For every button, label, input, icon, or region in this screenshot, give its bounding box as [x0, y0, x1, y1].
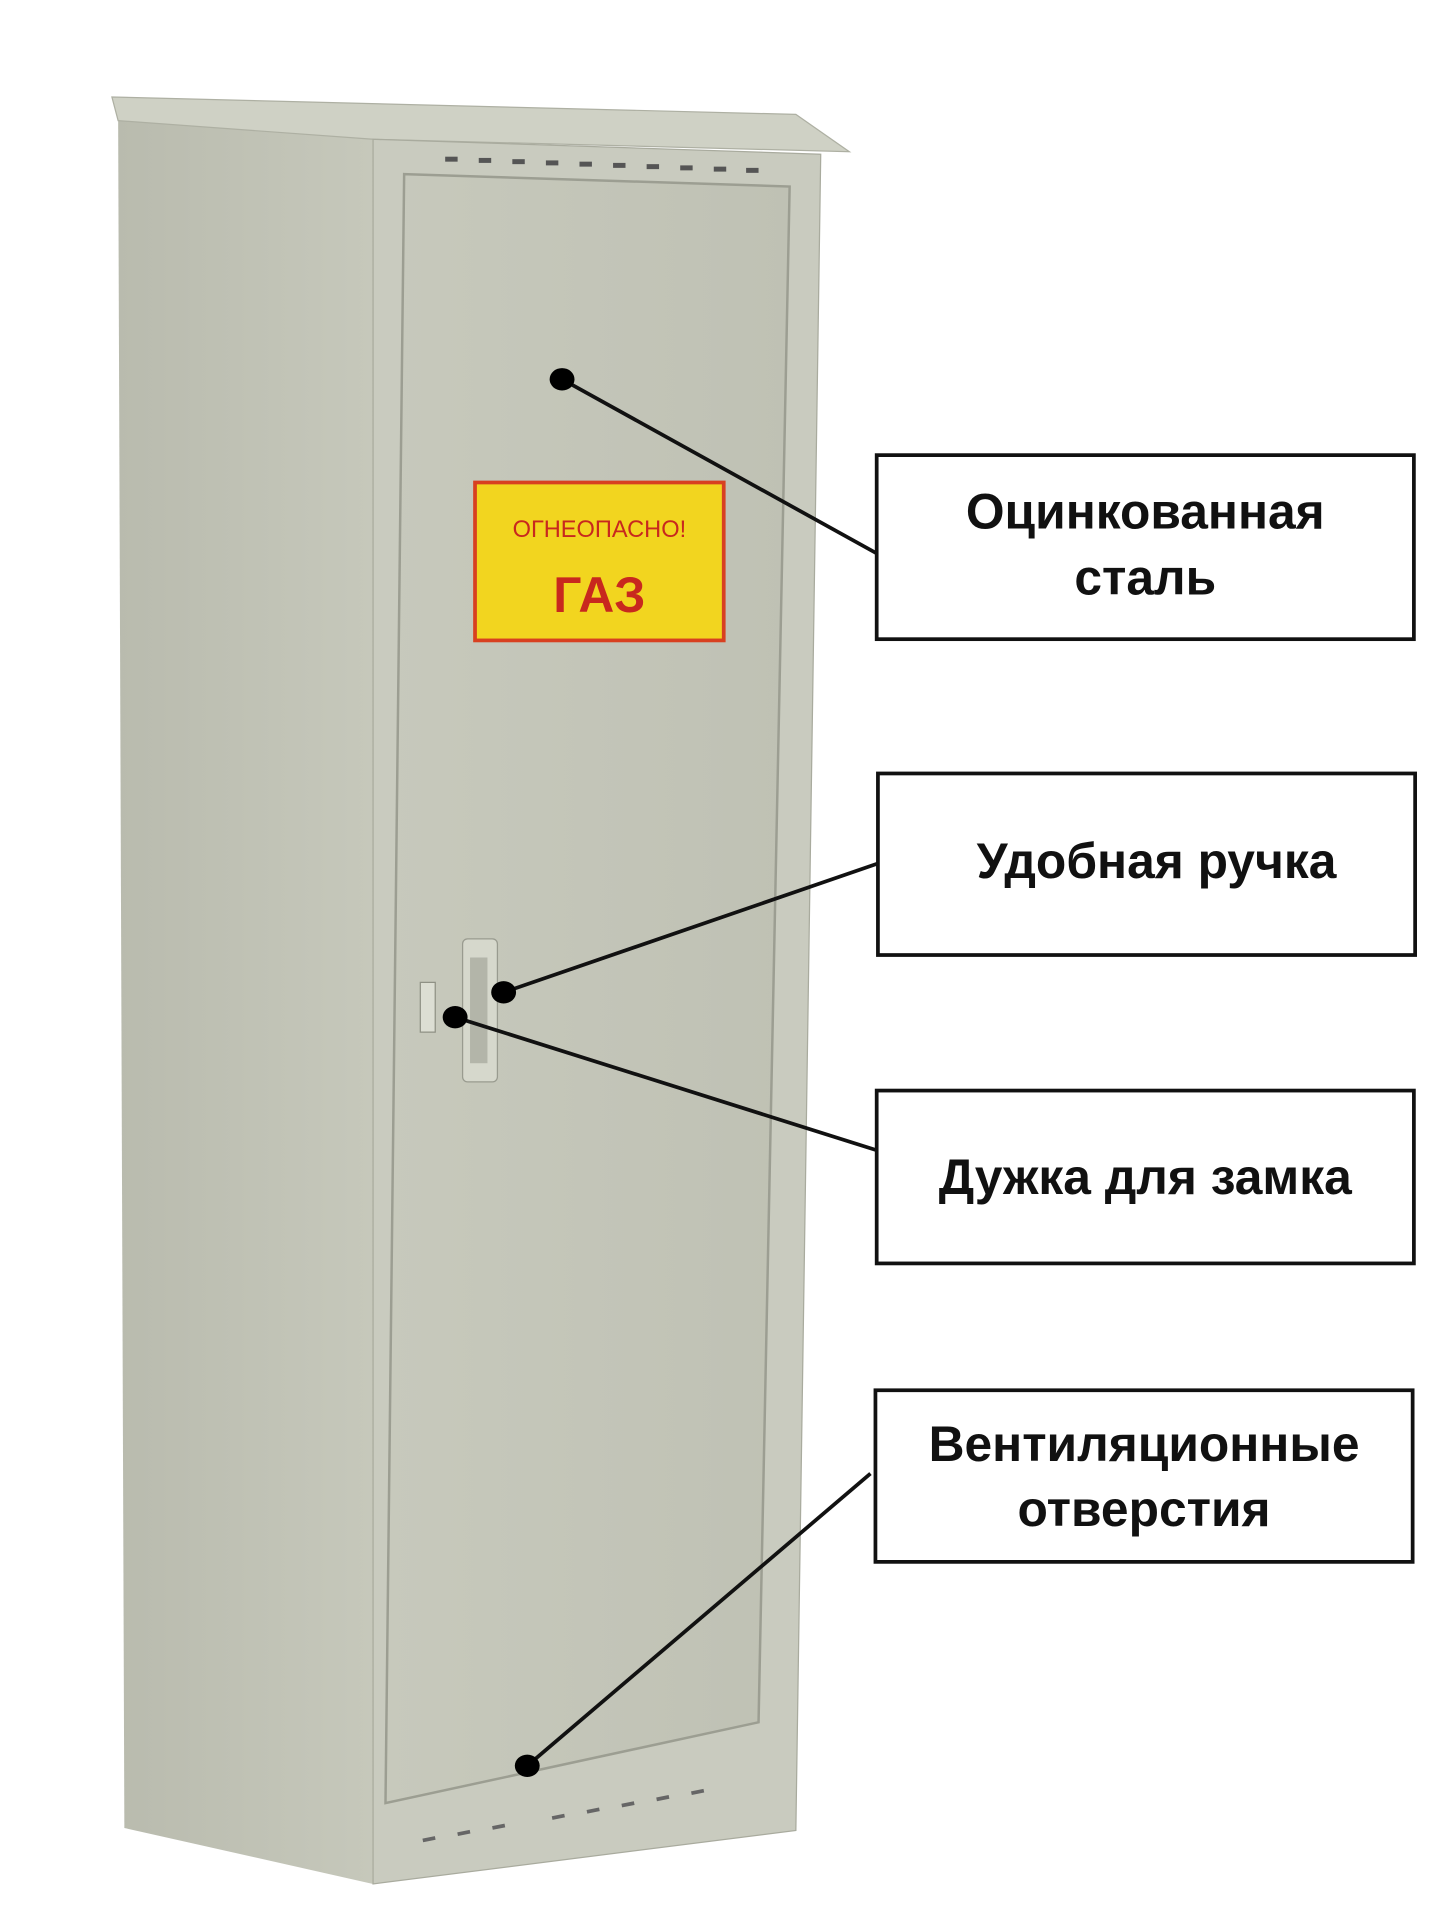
callout-text: Дужка для замка — [939, 1149, 1352, 1205]
callout-galvanized-steel: Оцинкованная сталь — [874, 453, 1416, 642]
callout-dots — [442, 368, 575, 1777]
cabinet-door — [384, 172, 791, 1805]
gas-cabinet: ОГНЕОПАСНО! ГАЗ — [111, 96, 852, 1885]
sign-line2: ГАЗ — [553, 567, 645, 623]
callout-lines — [454, 377, 884, 1768]
top-vent-holes — [445, 156, 759, 173]
bottom-vent-holes — [422, 1788, 705, 1843]
warning-sign: ОГНЕОПАСНО! ГАЗ — [473, 480, 726, 643]
callout-text: сталь — [1074, 549, 1216, 605]
callout-handle: Удобная ручка — [876, 771, 1417, 957]
callout-vent-holes: Вентиляционные отверстия — [873, 1388, 1415, 1564]
cabinet-side — [118, 118, 374, 1884]
cabinet-roof — [111, 96, 852, 153]
callout-text: Оцинкованная — [966, 483, 1325, 539]
sign-line1: ОГНЕОПАСНО! — [513, 517, 687, 543]
callout-text: отверстия — [1018, 1481, 1271, 1537]
callout-lock-shackle: Дужка для замка — [874, 1088, 1416, 1266]
callout-text: Вентиляционные — [929, 1416, 1360, 1472]
callout-text: Удобная ручка — [977, 833, 1337, 889]
